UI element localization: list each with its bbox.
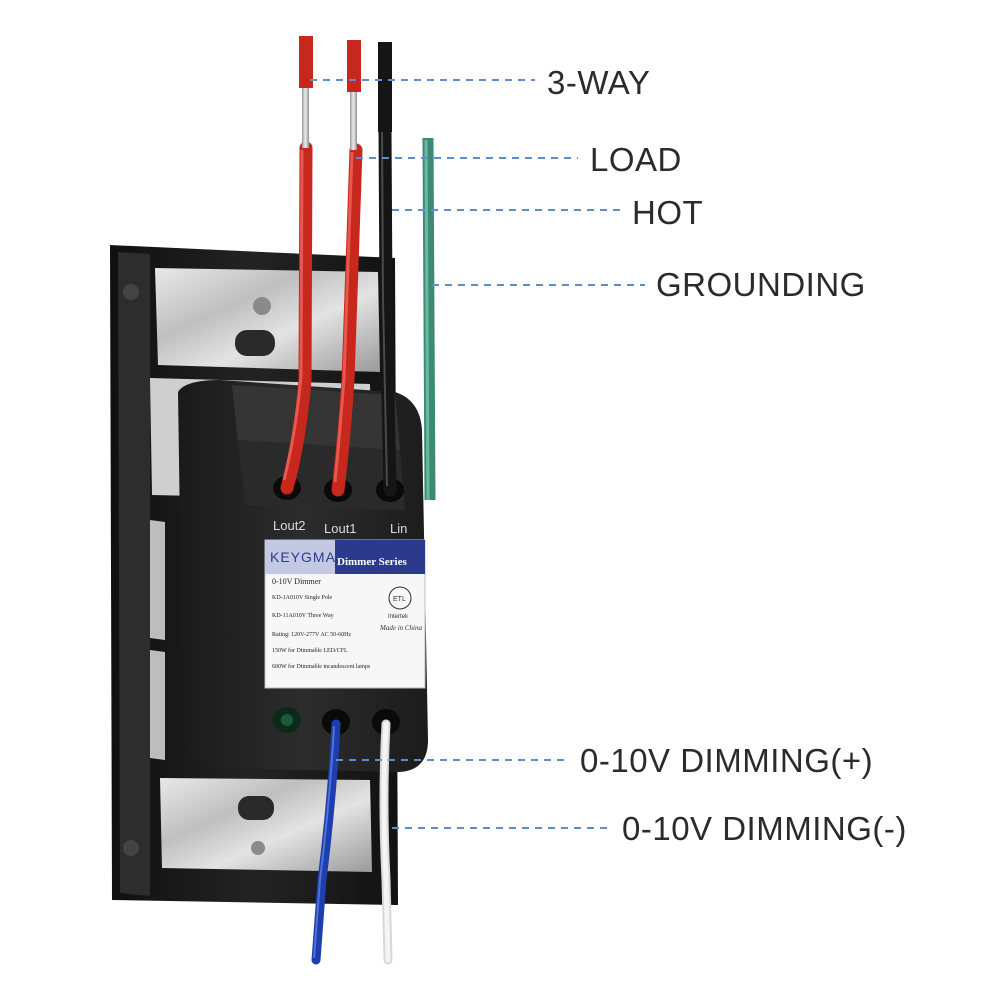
strap-screw	[253, 297, 271, 315]
callout-grounding: GROUNDING	[656, 266, 866, 303]
mounting-slot-bottom	[238, 796, 274, 820]
model-single-pole: KD-1A010V Single Pole	[272, 595, 333, 601]
callout-load: LOAD	[590, 141, 682, 178]
brand-name: KEYGMA	[270, 549, 336, 565]
screw-hole-top	[123, 284, 139, 300]
status-led	[281, 714, 293, 726]
incandescent-spec-text: 600W for Dimmable incandescent lamps	[272, 663, 371, 670]
terminal-label-lin: Lin	[390, 521, 407, 536]
series-name: Dimmer Series	[337, 556, 407, 568]
callout-dimming-minus: 0-10V DIMMING(-)	[622, 810, 907, 847]
callout-3-way: 3-WAY	[547, 64, 651, 101]
model-three-way: KD-11A010V Three Way	[272, 613, 334, 619]
terminal-label-lout1: Lout1	[324, 521, 357, 536]
stripped-conductor	[302, 86, 309, 148]
red-wire-lout2	[280, 36, 313, 495]
product-label: KEYGMA Dimmer Series 0-10V Dimmer KD-1A0…	[264, 539, 426, 689]
leader-lines	[310, 79, 645, 829]
rating-text: Rating: 120V-277V AC 50-60Hz	[272, 632, 352, 638]
cert-mark: ETL	[393, 596, 406, 603]
origin-text: Made in China	[379, 624, 422, 632]
product-name: 0-10V Dimmer	[272, 577, 321, 586]
cert-name: Intertek	[388, 614, 409, 620]
screw-hole-bottom	[123, 840, 139, 856]
strap-screw-bottom	[251, 841, 265, 855]
white-wire-dimming-minus	[379, 719, 393, 965]
grounding-wire	[422, 137, 436, 501]
cert-mark-icon	[388, 586, 412, 610]
callout-hot: HOT	[632, 194, 704, 231]
stripped-conductor	[350, 90, 357, 150]
callout-dimming-plus: 0-10V DIMMING(+)	[580, 742, 874, 779]
black-wire-lin	[378, 42, 397, 497]
led-spec-text: 150W for Dimmable LED/CFL	[272, 647, 348, 654]
terminal-label-lout2: Lout2	[273, 518, 306, 533]
mounting-strap-bottom	[160, 778, 372, 872]
blue-wire-dimming-plus	[311, 719, 341, 965]
mounting-slot	[235, 330, 275, 356]
